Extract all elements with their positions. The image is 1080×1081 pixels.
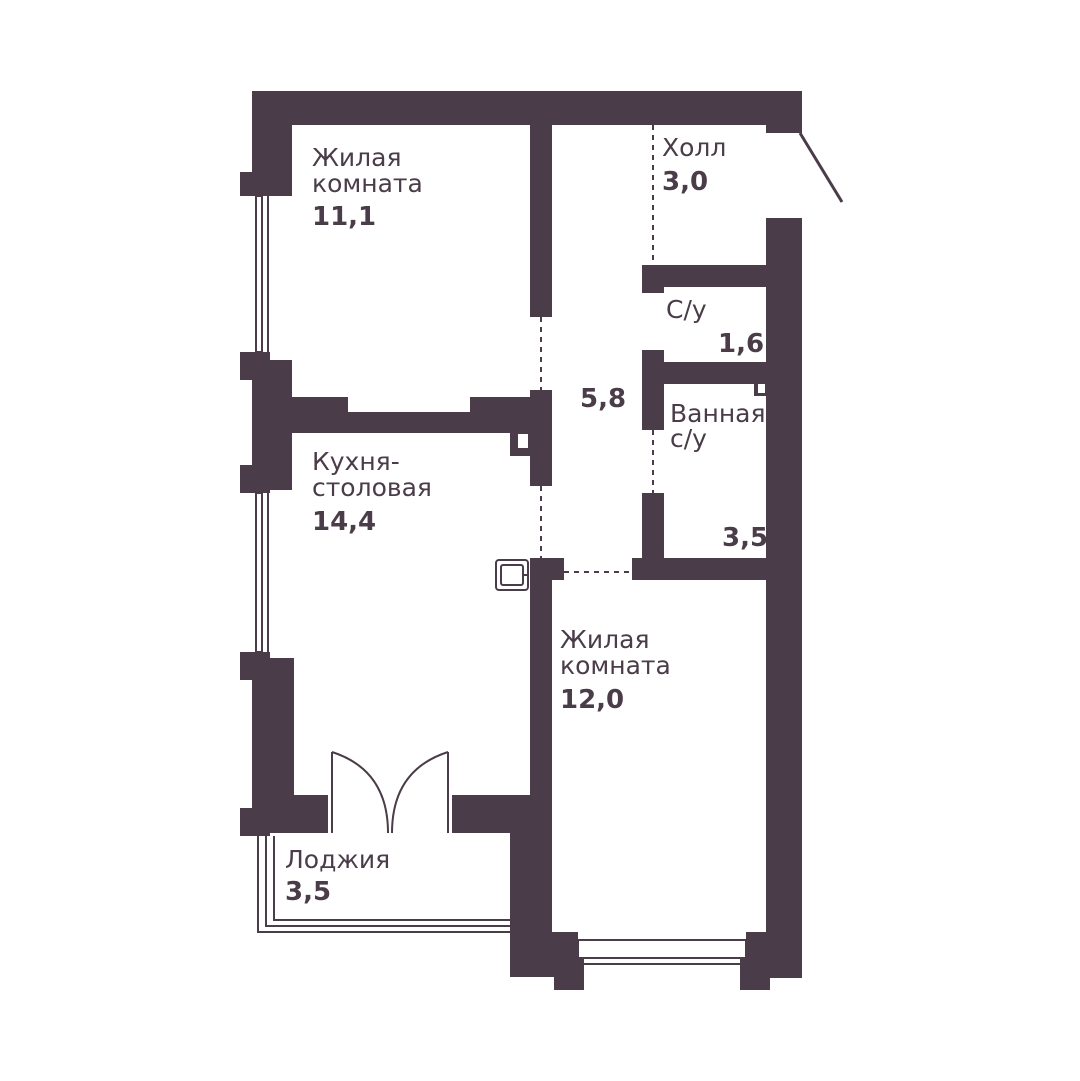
loggia-name: Лоджия (285, 845, 390, 874)
hall-area: 3,0 (662, 167, 708, 197)
right-wall (766, 218, 802, 978)
window-jamb-bottom (554, 958, 584, 990)
kitchen-name-line1: Кухня- (312, 447, 400, 476)
top-wall (252, 91, 802, 125)
kitchen-name-line2: столовая (312, 473, 432, 502)
hall-name: Холл (662, 133, 726, 162)
living2-name-line1: Жилая (560, 625, 650, 654)
partition-corridor-living2 (632, 558, 768, 580)
loggia-outline (257, 836, 510, 933)
window-jamb (240, 465, 270, 493)
wc-name: С/у (666, 295, 707, 324)
partition-kitchen-living2 (530, 558, 552, 796)
window-jamb-bottom (740, 958, 770, 990)
window-kitchen (255, 492, 263, 653)
partition-hall-wc-stub (642, 265, 664, 293)
corridor-area: 5,8 (580, 384, 626, 414)
partition-bath-corridor (642, 493, 664, 573)
partition-living1-corridor (530, 125, 552, 317)
entrance-wall-stub (766, 91, 802, 133)
window-living1 (255, 195, 263, 353)
living2-name-line2: комната (560, 651, 671, 680)
partition-hall-wc (642, 265, 766, 287)
bath-area: 3,5 (722, 523, 768, 553)
window-jamb (240, 172, 270, 196)
partition-kitchen-corridor (530, 390, 552, 486)
kitchen-bottom-wall-right (452, 795, 552, 833)
bath-name-line1: Ванная (670, 399, 766, 428)
partition-wc-bath (642, 362, 766, 384)
living1-area: 11,1 (312, 202, 376, 232)
kitchen-bottom-wall-left (252, 795, 328, 833)
kitchen-area: 14,4 (312, 507, 376, 537)
window-living2 (577, 939, 747, 959)
balcony-door (331, 751, 449, 834)
living1-name-line1: Жилая (312, 143, 402, 172)
bath-name-line2: с/у (670, 424, 707, 453)
entrance-door (798, 132, 844, 203)
walls (240, 91, 802, 990)
living1-name-line2: комната (312, 169, 423, 198)
loggia-area: 3,5 (285, 877, 331, 907)
sink-icon (495, 559, 529, 591)
partition-corner (530, 558, 564, 580)
wc-area: 1,6 (718, 329, 764, 359)
living2-area: 12,0 (560, 685, 624, 715)
